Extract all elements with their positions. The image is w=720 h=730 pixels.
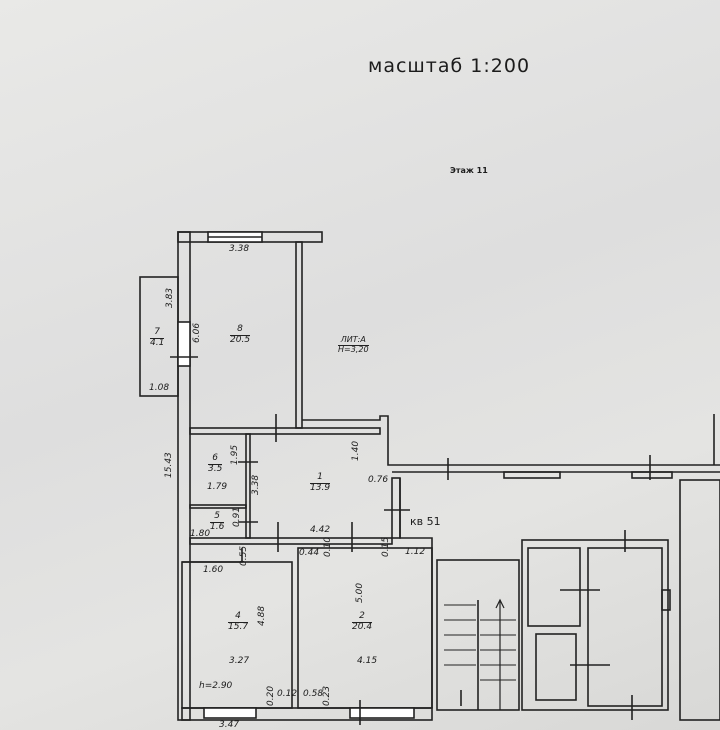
dim: 0.55 xyxy=(239,545,249,566)
dim: 1.40 xyxy=(351,440,361,461)
dim: 3.38 xyxy=(229,244,250,254)
dim: 4.88 xyxy=(257,605,267,626)
dim: 1.12 xyxy=(405,547,426,557)
dim: 3.83 xyxy=(165,287,175,308)
dim: 0.20 xyxy=(266,685,276,706)
dim: 1.08 xyxy=(149,383,170,393)
dim: 0.23 xyxy=(322,685,332,706)
dim: 4.15 xyxy=(357,656,378,666)
dim: h=2.90 xyxy=(199,681,233,691)
wall-room8-right xyxy=(295,241,303,429)
balcony-door xyxy=(177,321,191,367)
dim: 3.47 xyxy=(219,720,240,730)
dim: 6.06 xyxy=(192,322,202,343)
floor-label: Этаж 11 xyxy=(450,166,488,175)
apartment-number: кв 51 xyxy=(410,515,441,528)
wall-horizontal-1 xyxy=(189,427,381,435)
dim: 0.10 xyxy=(323,536,333,557)
dim: 0.76 xyxy=(368,475,389,485)
dim: 5.00 xyxy=(355,582,365,603)
dim: 0.15 xyxy=(381,536,391,557)
dim: 0.91 xyxy=(232,506,242,527)
outer-wall-left xyxy=(177,231,191,721)
dim: 4.42 xyxy=(310,525,331,535)
dim: 3.38 xyxy=(251,474,261,495)
dim: 0.58 xyxy=(303,689,324,699)
dim: 1.79 xyxy=(207,482,228,492)
dim: 15.43 xyxy=(164,452,174,478)
scale-label: масштаб 1:200 xyxy=(368,55,531,77)
dim: 0.44 xyxy=(299,548,320,558)
dim: 0.12 xyxy=(277,689,298,699)
dim: 1.95 xyxy=(230,444,240,465)
wall-horizontal-2 xyxy=(189,537,393,545)
dim: 1.60 xyxy=(203,565,224,575)
dim: 3.27 xyxy=(229,656,250,666)
dim: 1.80 xyxy=(190,529,211,539)
